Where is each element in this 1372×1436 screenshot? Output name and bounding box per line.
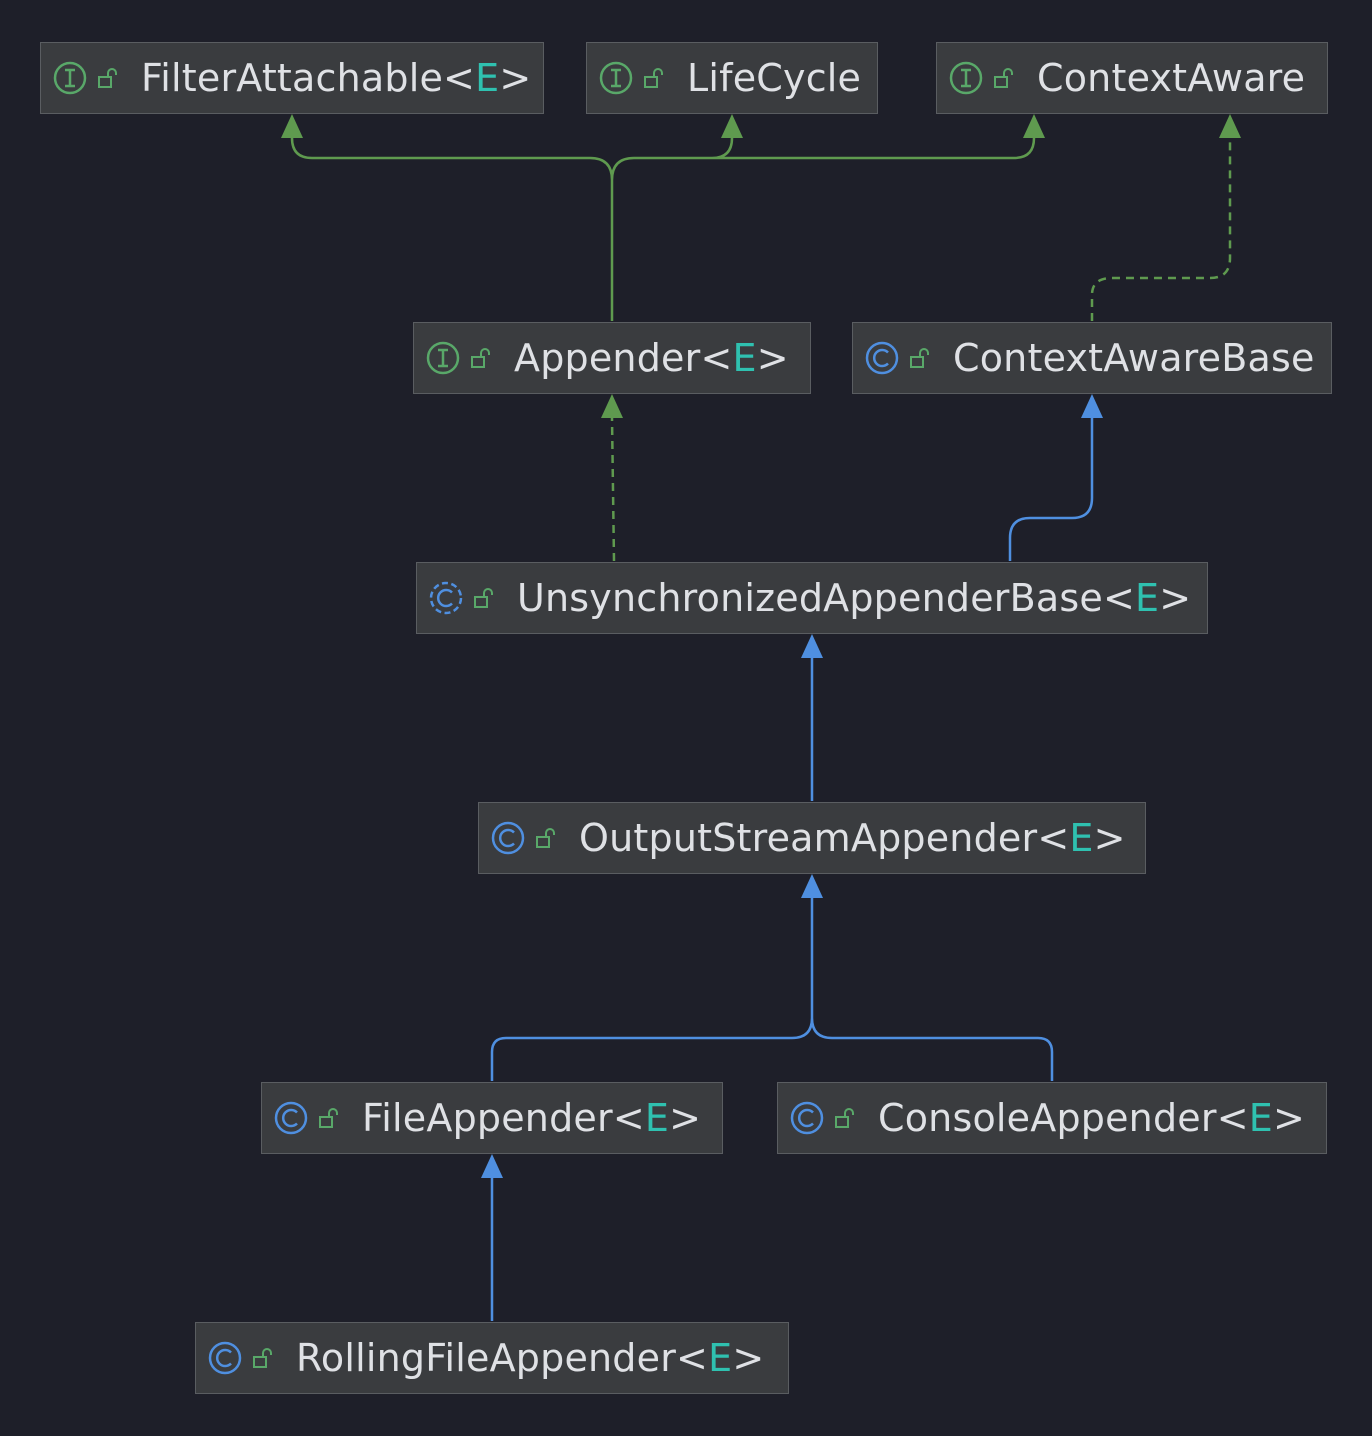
- arrowhead-output-stream: [801, 874, 823, 898]
- public-lock-icon: [318, 1107, 340, 1129]
- class-icon: [208, 1341, 242, 1375]
- type-parameter: E: [644, 1096, 670, 1140]
- type-parameter: E: [708, 1336, 733, 1380]
- type-parameter: E: [1248, 1096, 1273, 1140]
- node-rolling-file-appender[interactable]: RollingFileAppender<E>: [195, 1322, 789, 1394]
- class-name: RollingFileAppender: [296, 1336, 677, 1380]
- generic-close: >: [669, 1096, 702, 1140]
- class-name: Appender: [514, 336, 701, 380]
- generic-close: >: [756, 336, 789, 380]
- public-lock-icon: [993, 67, 1015, 89]
- node-label: UnsynchronizedAppenderBase<E>: [517, 576, 1191, 620]
- public-lock-icon: [473, 587, 495, 609]
- node-unsynchronized-appender-base[interactable]: UnsynchronizedAppenderBase<E>: [416, 562, 1208, 634]
- arrowhead-context-aware-1: [1023, 114, 1045, 138]
- edge-context-aware-base-to-context-aware: [1090, 138, 1232, 321]
- generic-close: >: [1093, 816, 1126, 860]
- node-life-cycle[interactable]: LifeCycle: [586, 42, 878, 114]
- node-filter-attachable[interactable]: FilterAttachable<E>: [40, 42, 544, 114]
- class-icon: [491, 821, 525, 855]
- node-label: RollingFileAppender<E>: [296, 1336, 764, 1380]
- class-name: FilterAttachable: [141, 56, 444, 100]
- interface-icon: [53, 61, 87, 95]
- node-label: ConsoleAppender<E>: [878, 1096, 1305, 1140]
- class-name: UnsynchronizedAppenderBase: [517, 576, 1103, 620]
- node-file-appender[interactable]: FileAppender<E>: [261, 1082, 723, 1154]
- node-label: ContextAware: [1037, 56, 1305, 100]
- arrowhead-filter-attachable: [281, 114, 303, 138]
- class-icon: [865, 341, 899, 375]
- arrowhead-file-appender: [481, 1154, 503, 1178]
- generic-close: >: [1159, 576, 1192, 620]
- arrowhead-context-aware-base: [1081, 394, 1103, 418]
- node-context-aware[interactable]: ContextAware: [936, 42, 1328, 114]
- node-label: OutputStreamAppender<E>: [579, 816, 1126, 860]
- class-name: OutputStreamAppender: [579, 816, 1038, 860]
- class-icon: [274, 1101, 308, 1135]
- type-parameter: E: [475, 56, 500, 100]
- generic-close: >: [1272, 1096, 1305, 1140]
- edge-unsync-to-context-aware-base: [1008, 418, 1094, 561]
- node-appender[interactable]: Appender<E>: [413, 322, 811, 394]
- public-lock-icon: [643, 67, 665, 89]
- arrowhead-context-aware-2: [1219, 114, 1241, 138]
- generic-open: <: [1216, 1096, 1249, 1140]
- class-name: ConsoleAppender: [878, 1096, 1217, 1140]
- generic-open: <: [700, 336, 733, 380]
- public-lock-icon: [834, 1107, 856, 1129]
- node-label: ContextAwareBase: [953, 336, 1315, 380]
- node-context-aware-base[interactable]: ContextAwareBase: [852, 322, 1332, 394]
- node-label: LifeCycle: [687, 56, 861, 100]
- interface-icon: [949, 61, 983, 95]
- class-icon: [790, 1101, 824, 1135]
- public-lock-icon: [535, 827, 557, 849]
- arrowhead-unsync: [801, 634, 823, 658]
- edge-appender-to-interfaces: [290, 126, 1036, 321]
- edge-unsync-to-appender: [610, 417, 616, 562]
- generic-open: <: [1037, 816, 1070, 860]
- arrowhead-appender: [601, 394, 623, 418]
- public-lock-icon: [252, 1347, 274, 1369]
- public-lock-icon: [909, 347, 931, 369]
- type-parameter: E: [1069, 816, 1094, 860]
- generic-open: <: [443, 56, 476, 100]
- generic-close: >: [732, 1336, 765, 1380]
- generic-close: >: [499, 56, 532, 100]
- generic-open: <: [612, 1096, 645, 1140]
- edge-file-console-to-output-stream: [490, 898, 1054, 1081]
- node-output-stream-appender[interactable]: OutputStreamAppender<E>: [478, 802, 1146, 874]
- class-name: ContextAwareBase: [953, 336, 1315, 380]
- node-label: Appender<E>: [514, 336, 789, 380]
- node-label: FilterAttachable<E>: [141, 56, 531, 100]
- generic-open: <: [1102, 576, 1135, 620]
- abstract-class-icon: [429, 581, 463, 615]
- type-parameter: E: [732, 336, 757, 380]
- public-lock-icon: [470, 347, 492, 369]
- class-name: FileAppender: [362, 1096, 613, 1140]
- node-label: FileAppender<E>: [362, 1096, 701, 1140]
- type-parameter: E: [1134, 576, 1160, 620]
- public-lock-icon: [97, 67, 119, 89]
- arrowhead-life-cycle: [721, 114, 743, 138]
- generic-open: <: [676, 1336, 709, 1380]
- interface-icon: [426, 341, 460, 375]
- interface-icon: [599, 61, 633, 95]
- class-name: ContextAware: [1037, 56, 1306, 100]
- class-name: LifeCycle: [687, 56, 862, 100]
- node-console-appender[interactable]: ConsoleAppender<E>: [777, 1082, 1327, 1154]
